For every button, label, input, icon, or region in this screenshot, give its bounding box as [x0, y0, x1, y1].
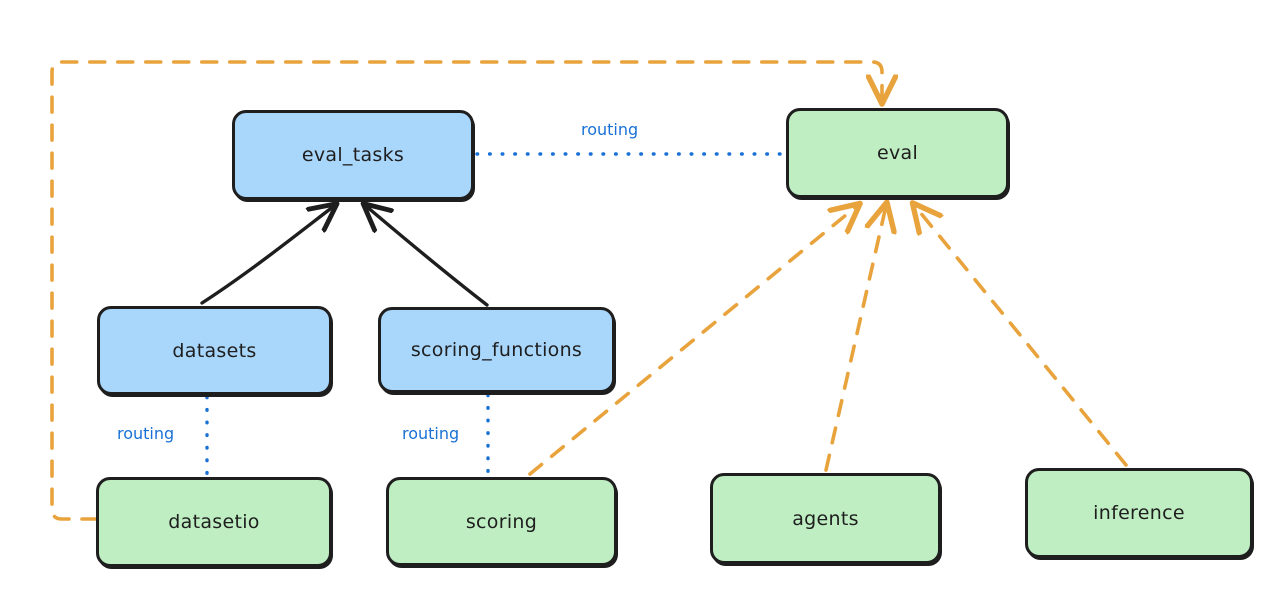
edge-label-routing-datasets-datasetio: routing — [114, 424, 178, 443]
node-label-eval: eval — [876, 142, 919, 164]
node-inference[interactable]: inference — [1025, 468, 1253, 558]
edge-label-routing-scoring-functions-scoring: routing — [399, 424, 463, 443]
edge-agents-to-eval-dependency — [824, 206, 886, 472]
node-label-eval-tasks: eval_tasks — [301, 144, 405, 166]
node-agents[interactable]: agents — [710, 473, 941, 564]
node-label-inference: inference — [1093, 502, 1185, 524]
edge-inference-to-eval-dependency — [915, 206, 1128, 467]
edge-datasets-to-eval-tasks — [200, 206, 334, 305]
edge-scoring-functions-to-eval-tasks — [366, 206, 489, 307]
node-label-datasets: datasets — [172, 339, 257, 362]
node-eval-tasks[interactable]: eval_tasks — [232, 110, 474, 200]
node-datasets[interactable]: datasets — [97, 306, 332, 395]
node-label-agents: agents — [792, 507, 859, 530]
node-label-datasetio: datasetio — [168, 511, 260, 533]
edge-scoring-to-eval-dependency — [528, 206, 857, 476]
node-scoring[interactable]: scoring — [386, 477, 617, 566]
node-label-scoring-functions: scoring_functions — [410, 339, 583, 361]
node-eval[interactable]: eval — [786, 108, 1009, 198]
edge-datasetio-to-eval-dependency — [50, 60, 882, 521]
node-scoring-functions[interactable]: scoring_functions — [378, 307, 615, 393]
edge-label-routing-eval-tasks-eval: routing — [578, 120, 642, 139]
node-label-scoring: scoring — [465, 510, 538, 533]
node-datasetio[interactable]: datasetio — [96, 477, 332, 567]
